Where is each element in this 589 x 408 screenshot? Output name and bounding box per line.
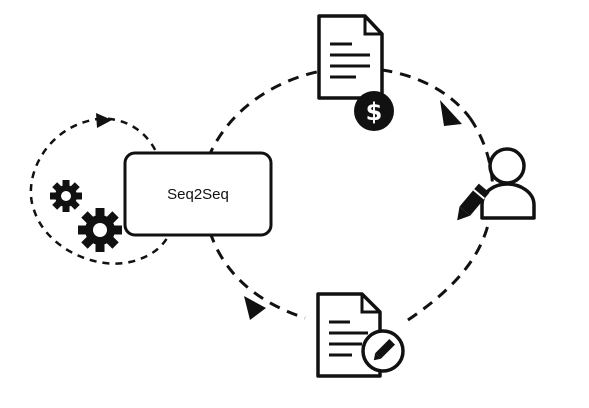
gears-icon xyxy=(50,180,122,252)
user-edit-icon xyxy=(457,147,536,221)
seq2seq-box: Seq2Seq xyxy=(123,151,273,237)
document-dollar-icon: $ xyxy=(317,14,394,131)
self-loop-dashed-arc xyxy=(29,117,172,265)
cycle-arc-right xyxy=(404,117,495,324)
seq2seq-label: Seq2Seq xyxy=(167,186,229,203)
self-loop-arrowhead xyxy=(96,113,112,128)
dollar-coin-icon: $ xyxy=(354,91,394,131)
pencil-icon xyxy=(457,183,490,221)
cycle-arc-bottom xyxy=(208,231,306,320)
cycle-arrowhead-top xyxy=(440,100,462,126)
cycle-arrowhead-bottom xyxy=(244,296,266,320)
edit-badge-icon xyxy=(361,329,405,373)
dollar-symbol: $ xyxy=(366,98,383,126)
document-edit-icon xyxy=(316,292,405,378)
